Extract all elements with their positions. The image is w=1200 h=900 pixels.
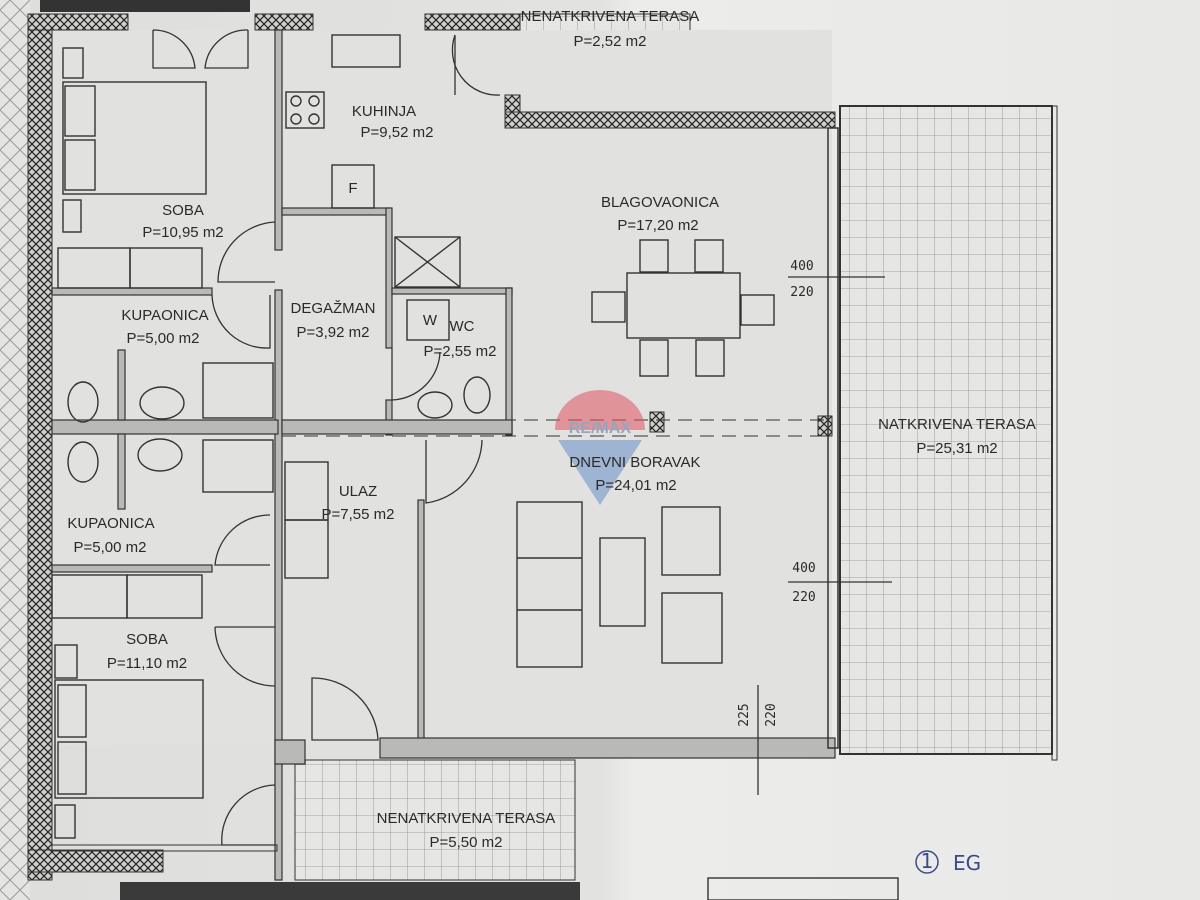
room-name: ULAZ — [339, 483, 377, 500]
room-area: P=5,00 m2 — [127, 330, 200, 347]
room-name: DEGAŽMAN — [290, 300, 375, 317]
svg-text:400: 400 — [790, 259, 813, 274]
room-name: NENATKRIVENA TERASA — [521, 8, 700, 25]
remax-watermark-logo: RE/MAX — [555, 390, 645, 505]
svg-text:225: 225 — [737, 703, 752, 726]
opening-dimensions: 400 220 400 220 225 220 — [737, 259, 892, 795]
bed-top — [62, 81, 207, 195]
furniture — [51, 34, 899, 900]
room-area: P=2,52 m2 — [574, 33, 647, 50]
room-area: P=24,01 m2 — [595, 477, 676, 494]
sofa — [516, 501, 583, 668]
bed-bottom — [54, 679, 204, 799]
room-name: DNEVNI BORAVAK — [569, 454, 700, 471]
room-name: NATKRIVENA TERASA — [878, 416, 1036, 433]
room-area: P=11,10 m2 — [107, 655, 187, 672]
washer-label: W — [423, 312, 438, 329]
terrace-edge — [1051, 105, 1058, 761]
room-area: P=2,55 m2 — [424, 343, 497, 360]
interior-walls — [51, 29, 839, 881]
bottom-dark-band — [120, 882, 580, 900]
doors — [152, 29, 501, 846]
exterior-paving — [0, 0, 30, 900]
svg-text:1: 1 — [921, 849, 934, 873]
dining-table — [626, 272, 741, 339]
room-name: KUPAONICA — [67, 515, 154, 532]
room-area: P=10,95 m2 — [142, 224, 223, 241]
coffee-table — [599, 537, 646, 627]
top-dark-band — [40, 0, 250, 12]
svg-text:EG: EG — [953, 851, 981, 875]
room-area: P=9,52 m2 — [361, 124, 434, 141]
room-name: KUHINJA — [352, 103, 416, 120]
svg-text:220: 220 — [790, 285, 813, 300]
room-labels: SOBA P=10,95 m2 KUPAONICA P=5,00 m2 KUPAON… — [67, 8, 1036, 851]
interior-floor — [52, 30, 832, 745]
room-name: WC — [450, 318, 475, 335]
svg-text:400: 400 — [792, 561, 815, 576]
covered-terrace — [839, 105, 1053, 755]
room-name: SOBA — [162, 202, 204, 219]
room-area: P=7,55 m2 — [322, 506, 395, 523]
room-area: P=3,92 m2 — [297, 324, 370, 341]
svg-text:220: 220 — [764, 703, 779, 726]
fridge-label: F — [348, 180, 357, 197]
uncovered-terrace-bottom — [294, 759, 576, 881]
room-name: KUPAONICA — [121, 307, 208, 324]
svg-text:RE/MAX: RE/MAX — [569, 420, 632, 437]
svg-text:220: 220 — [792, 590, 815, 605]
handwritten-floor-note: 1 EG — [915, 849, 981, 875]
beam-line — [282, 419, 830, 437]
room-area: P=5,00 m2 — [74, 539, 147, 556]
exterior-walls — [27, 13, 836, 881]
room-area: P=25,31 m2 — [916, 440, 997, 457]
room-area: P=17,20 m2 — [617, 217, 698, 234]
room-name: BLAGOVAONICA — [601, 194, 719, 211]
room-name: SOBA — [126, 631, 168, 648]
room-area: P=5,50 m2 — [430, 834, 503, 851]
room-name: NENATKRIVENA TERASA — [377, 810, 556, 827]
